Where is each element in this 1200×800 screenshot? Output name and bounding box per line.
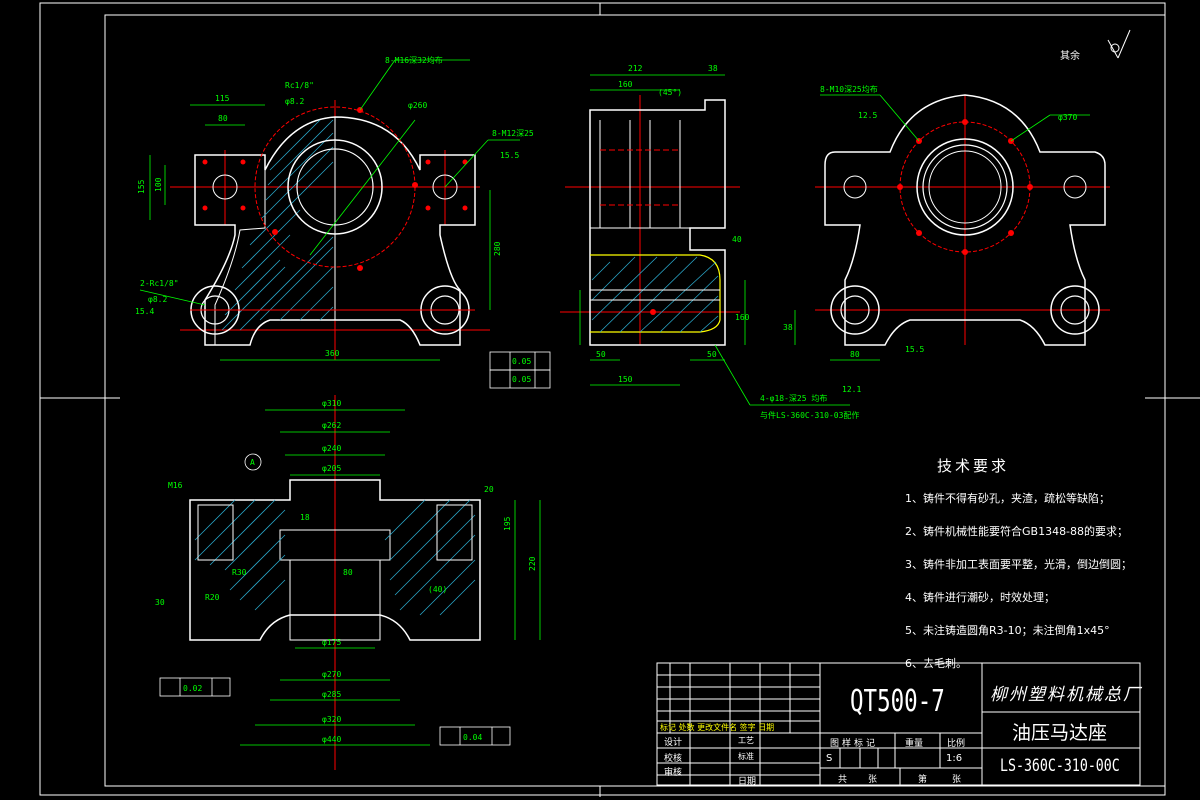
dim-sec-205: φ205 xyxy=(322,464,341,473)
dim-sec-270: φ270 xyxy=(322,670,341,679)
label-standard: 标准 xyxy=(738,752,754,761)
material-label: QT500-7 xyxy=(850,684,945,719)
tech-title: 技术要求 xyxy=(937,457,1010,475)
label-scale: 比例 xyxy=(947,739,966,749)
dim-left-dia: φ8.2 xyxy=(148,295,167,304)
drawing-number: LS-360C-310-00C xyxy=(1000,756,1120,776)
dim-dia-260: φ260 xyxy=(408,101,427,110)
tol-side-2: 0.05 xyxy=(512,375,531,384)
note-pipe-top: Rc1/8" xyxy=(285,81,314,90)
dim-right-small: 15.5 xyxy=(500,151,519,160)
note-side-1: 4-φ18-深25 均布 xyxy=(760,393,827,403)
label-process: 工艺 xyxy=(738,736,754,745)
label-sheet1: 张 xyxy=(868,775,878,785)
dim-sec-310: φ310 xyxy=(322,399,341,408)
label-date: 日期 xyxy=(738,777,757,787)
hdr-doc: 更改文件名 xyxy=(697,723,738,732)
datum-a: A xyxy=(250,458,255,467)
label-no: 第 xyxy=(918,775,928,785)
dim-side-212: 212 xyxy=(628,64,643,73)
dim-side-50b: 50 xyxy=(707,350,717,359)
scale-value: 1:6 xyxy=(946,753,963,764)
dim-sec-80: 80 xyxy=(343,568,353,577)
note-holes-right: 8-M12深25 xyxy=(492,129,534,138)
dim-right-38: 38 xyxy=(783,323,793,332)
dim-front-100: 100 xyxy=(154,177,163,192)
dim-side-40: 40 xyxy=(732,235,742,244)
dim-sec-285: φ285 xyxy=(322,690,341,699)
front-view: 115 80 155 100 360 280 8-M16深32均布 8-M12深… xyxy=(135,55,534,361)
note-pipe-left: 2-Rc1/8" xyxy=(140,279,179,288)
dim-sec-30: 30 xyxy=(155,598,165,607)
dim-sec-220: 220 xyxy=(528,556,537,571)
rough-right-1: 12.5 xyxy=(858,111,877,120)
tol-sec-1: 0.02 xyxy=(183,684,202,693)
dim-front-155: 155 xyxy=(137,179,146,194)
hdr-date: 日期 xyxy=(758,723,775,732)
dim-sec-r40: (40) xyxy=(428,585,447,594)
hdr-count: 处数 xyxy=(678,723,695,732)
label-weight: 重量 xyxy=(905,739,924,749)
dim-side-45: (45°) xyxy=(658,88,682,97)
part-name: 油压马达座 xyxy=(1012,722,1108,744)
technical-requirements: 技术要求 1、铸件不得有砂孔，夹渣，疏松等缺陷； 2、铸件机械性能要符合GB13… xyxy=(905,455,1132,688)
company-name: 柳州塑料机械总厂 xyxy=(990,685,1142,705)
dim-side-50a: 50 xyxy=(596,350,606,359)
roughness-symbol xyxy=(1107,29,1131,59)
right-view: 8-M10深25均布 φ370 80 38 12.5 15.5 xyxy=(783,84,1110,361)
dim-front-80: 80 xyxy=(218,114,228,123)
tech-item: 1、铸件不得有砂孔，夹渣，疏松等缺陷； xyxy=(905,492,1110,505)
stage-mark: S xyxy=(826,753,833,764)
side-view: 212 38 160 (45°) 50 50 150 40 160 0.05 0… xyxy=(489,64,861,420)
tech-item: 6、去毛刺。 xyxy=(905,657,967,670)
dim-sec-240: φ240 xyxy=(322,444,341,453)
dim-sec-r20: R20 xyxy=(205,593,220,602)
dim-sec-195: 195 xyxy=(503,516,512,531)
note-right-holes: 8-M10深25均布 xyxy=(820,84,878,94)
dim-sec-r30: R30 xyxy=(232,568,247,577)
other-surfaces-label: 其余 xyxy=(1060,51,1080,62)
hdr-mark: 标记 xyxy=(660,723,676,732)
dim-dia-small: φ8.2 xyxy=(285,97,304,106)
dim-side-160: 160 xyxy=(618,80,633,89)
label-stage: 图样标记 xyxy=(830,739,879,749)
tech-item: 4、铸件进行潮砂，时效处理； xyxy=(905,591,1055,604)
rough-right-2: 15.5 xyxy=(905,345,924,354)
tech-item: 2、铸件机械性能要符合GB1348-88的要求； xyxy=(905,525,1129,538)
dim-sec-175: φ175 xyxy=(322,638,341,647)
dim-left-small: 15.4 xyxy=(135,307,154,316)
dim-sec-440: φ440 xyxy=(322,735,341,744)
dim-sec-262: φ262 xyxy=(322,421,341,430)
section-view: φ310 φ262 φ240 φ205 φ175 φ270 φ285 φ320 … xyxy=(155,395,541,770)
inner-frame xyxy=(104,14,1166,787)
dim-right-80: 80 xyxy=(850,350,860,359)
label-total: 共 xyxy=(838,775,848,785)
title-block-lines xyxy=(656,662,1141,786)
hdr-sign: 签字 xyxy=(739,723,756,732)
dim-side-160v: 160 xyxy=(735,313,750,322)
dim-sec-18: 18 xyxy=(300,513,310,522)
dim-front-360: 360 xyxy=(325,349,340,358)
note-holes-top: 8-M16深32均布 xyxy=(385,55,443,65)
tech-item: 3、铸件非加工表面要平整，光滑，倒边倒圆； xyxy=(905,558,1132,571)
dim-side-38: 38 xyxy=(708,64,718,73)
tol-side-1: 0.05 xyxy=(512,357,531,366)
dim-front-115: 115 xyxy=(215,94,230,103)
tol-sec-2: 0.04 xyxy=(463,733,482,742)
tech-item: 5、未注铸造圆角R3-10；未注倒角1x45° xyxy=(905,624,1110,637)
dim-sec-320: φ320 xyxy=(322,715,341,724)
revision-header: 标记 处数 更改文件名 签字 日期 xyxy=(660,722,774,733)
label-sheet2: 张 xyxy=(952,775,962,785)
label-check: 校核 xyxy=(664,754,683,764)
dim-sec-20: 20 xyxy=(484,485,494,494)
dim-side-150: 150 xyxy=(618,375,633,384)
note-side-2: 与件LS-360C-310-03配作 xyxy=(760,410,859,420)
label-approve: 审核 xyxy=(664,768,683,778)
label-design: 设计 xyxy=(664,738,683,748)
dim-front-280: 280 xyxy=(493,241,502,256)
dim-right-370: φ370 xyxy=(1058,113,1077,122)
rough-side: 12.1 xyxy=(842,385,861,394)
note-sec-m16: M16 xyxy=(168,481,183,490)
